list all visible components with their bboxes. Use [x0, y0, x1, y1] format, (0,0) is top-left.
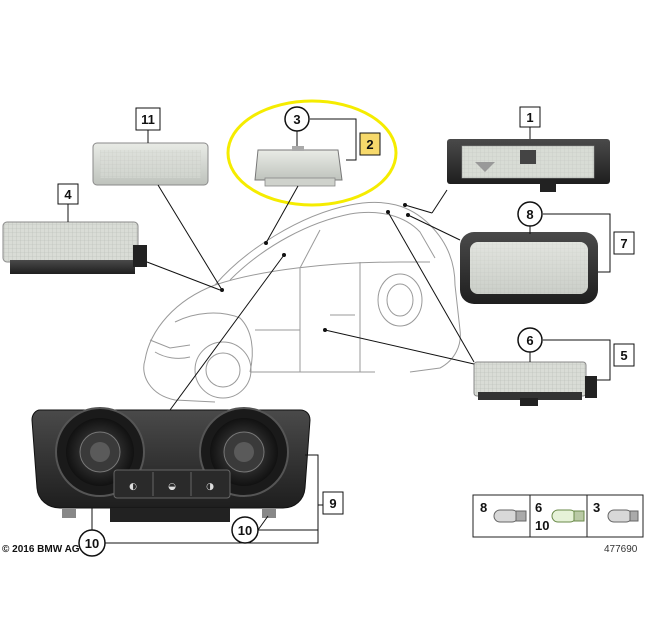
bulb-icon [493, 509, 527, 523]
svg-text:8: 8 [526, 207, 533, 222]
part-control-unit-9[interactable]: ◐ ◒ ◑ [31, 407, 311, 522]
bulb-label: 8 [480, 500, 487, 515]
svg-text:7: 7 [620, 236, 627, 251]
callout-4[interactable]: 4 [57, 183, 79, 205]
bulb-label: 3 [593, 500, 600, 515]
bulb-icon [551, 509, 585, 523]
callout-7[interactable]: 7 [613, 231, 635, 255]
svg-text:1: 1 [526, 110, 533, 125]
callout-3[interactable]: 3 [284, 106, 310, 132]
svg-text:9: 9 [329, 496, 336, 511]
callout-9[interactable]: 9 [322, 491, 344, 515]
car-outline [143, 201, 461, 403]
bulb-label: 6 [535, 500, 542, 515]
svg-text:10: 10 [85, 536, 99, 551]
bulb-label: 10 [535, 518, 549, 533]
part-lamp-5[interactable] [473, 361, 597, 406]
callout-6[interactable]: 6 [517, 327, 543, 353]
callout-1[interactable]: 1 [519, 106, 541, 128]
svg-text:2: 2 [366, 137, 373, 152]
diagram-number: 477690 [604, 544, 638, 555]
svg-text:◑: ◑ [206, 482, 214, 492]
copyright-text: © 2016 BMW AG [2, 544, 80, 555]
svg-text:11: 11 [141, 112, 155, 127]
highlight-ring [226, 99, 398, 207]
part-lamp-4[interactable] [2, 221, 147, 274]
bulb-icon [607, 509, 639, 523]
callout-10[interactable]: 10 [231, 516, 259, 544]
part-lamp-1[interactable] [447, 139, 610, 192]
part-interior-lamp-3[interactable] [254, 146, 343, 187]
svg-text:◒: ◒ [168, 482, 176, 492]
svg-text:◐: ◐ [129, 482, 137, 492]
svg-text:5: 5 [620, 348, 627, 363]
svg-text:4: 4 [64, 187, 72, 202]
leader-lines [67, 118, 611, 544]
svg-text:10: 10 [238, 523, 252, 538]
callout-10[interactable]: 10 [78, 529, 106, 557]
callout-5[interactable]: 5 [613, 343, 635, 367]
callout-2[interactable]: 2 [359, 132, 381, 156]
svg-text:6: 6 [526, 333, 533, 348]
part-lamp-7[interactable] [460, 232, 598, 304]
bulb-box: 8 6 10 3 [472, 494, 644, 538]
callout-11[interactable]: 11 [135, 107, 161, 131]
svg-text:3: 3 [293, 112, 300, 127]
part-lamp-11[interactable] [92, 142, 209, 186]
callout-8[interactable]: 8 [517, 201, 543, 227]
leader-dots [220, 203, 410, 332]
